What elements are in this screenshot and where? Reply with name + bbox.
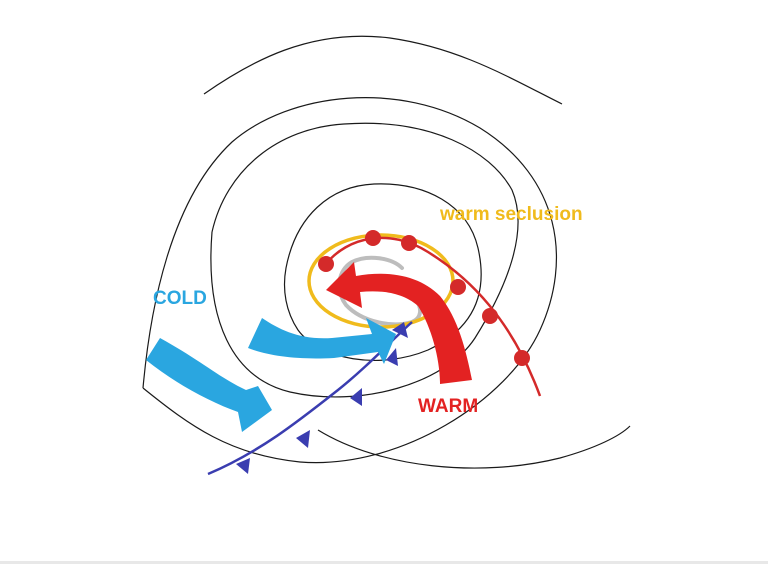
bottom-border — [0, 561, 768, 564]
warm-seclusion-label: warm seclusion — [440, 204, 583, 225]
isobars — [142, 35, 631, 469]
cold-arrow-upper — [248, 318, 396, 364]
warm-front-bump — [365, 230, 381, 246]
isobar-third — [210, 122, 519, 398]
cold-arrow-lower — [146, 338, 272, 432]
warm-front — [318, 230, 542, 397]
warm-front-bump — [318, 256, 334, 272]
cold-label: COLD — [153, 288, 207, 309]
cold-front-tooth — [236, 458, 250, 474]
warm-front-bump — [401, 235, 417, 251]
warm-front-bump — [514, 350, 530, 366]
isobar-second — [142, 97, 557, 464]
warm-label: WARM — [418, 396, 479, 417]
warm-front-bump — [482, 308, 498, 324]
cold-air-arrows — [146, 318, 396, 432]
cold-front-tooth — [392, 322, 408, 338]
warm-front-bump — [450, 279, 466, 295]
warm-air-arrow — [326, 262, 472, 384]
warm-front-line — [324, 236, 542, 397]
isobar-outer — [203, 35, 563, 105]
isobar-open-right — [317, 425, 631, 469]
cold-front-tooth — [386, 348, 398, 366]
occlusion-line — [337, 255, 423, 327]
cold-front-tooth — [296, 430, 310, 448]
cold-front-tooth — [350, 388, 362, 406]
